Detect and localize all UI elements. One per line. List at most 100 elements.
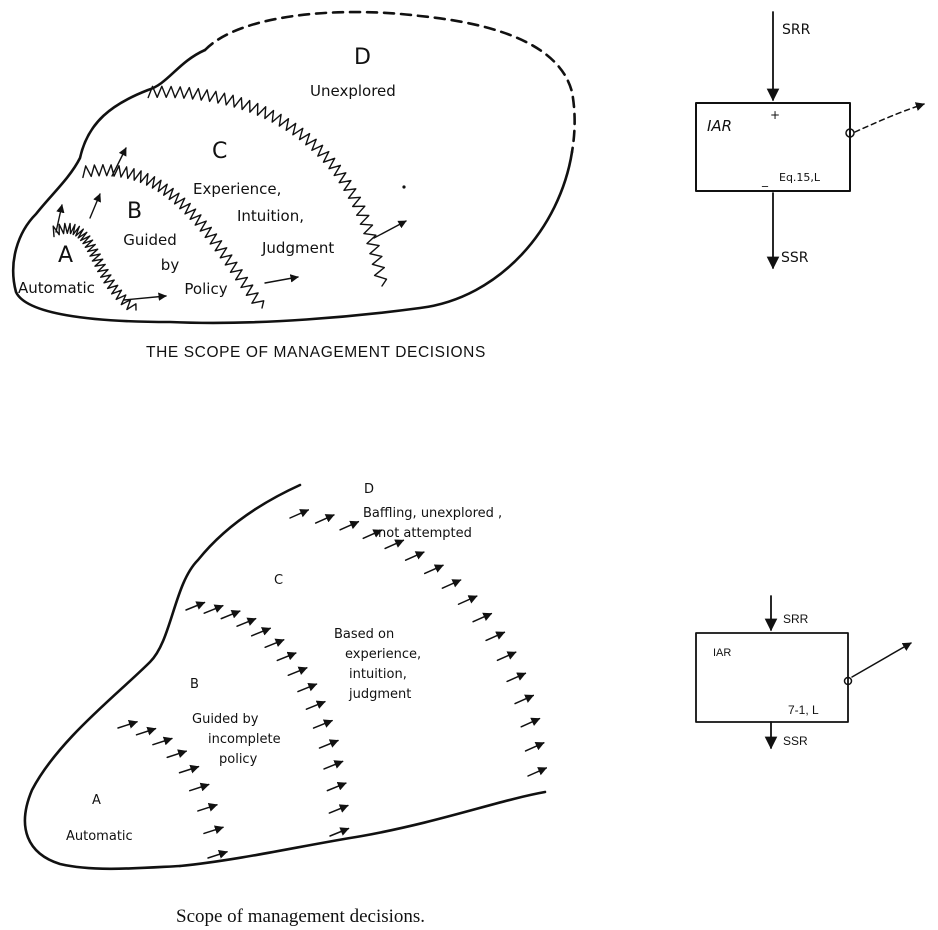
frontier-arrow bbox=[203, 604, 224, 614]
frontier-arrow bbox=[188, 782, 210, 792]
frontier-arrow bbox=[423, 564, 444, 575]
frontier-arrow bbox=[312, 719, 333, 729]
frontier-arrow bbox=[527, 767, 548, 777]
top-boundary-bc bbox=[82, 164, 265, 309]
bottom-ssr-label: SSR bbox=[783, 734, 808, 748]
top-iar-equation: Eq.15,L bbox=[779, 171, 821, 184]
frontier-arrow bbox=[197, 803, 218, 812]
frontier-arrow bbox=[297, 682, 318, 693]
frontier-arrow bbox=[362, 529, 383, 540]
frontier-arrow bbox=[514, 694, 535, 705]
top-boundary-cd bbox=[147, 85, 388, 287]
bottom-iar-equation: 7-1, L bbox=[788, 703, 819, 717]
frontier-arrow bbox=[328, 804, 349, 814]
bottom-arrows-ab bbox=[117, 720, 228, 859]
bottom-caption: Scope of management decisions. bbox=[176, 906, 425, 927]
bottom-region-d-label-1: Baffling, unexplored , bbox=[363, 506, 502, 521]
frontier-arrow bbox=[178, 764, 200, 774]
top-iar-minus: _ bbox=[761, 173, 769, 187]
top-dashed-outline bbox=[203, 10, 576, 154]
frontier-arrow bbox=[323, 760, 344, 770]
bottom-region-b-letter: B bbox=[190, 677, 199, 692]
top-boundary-ab bbox=[52, 222, 137, 311]
frontier-arrow bbox=[135, 726, 157, 736]
frontier-arrow bbox=[457, 595, 478, 605]
frontier-arrow bbox=[496, 651, 517, 662]
bottom-upper-outline bbox=[23, 483, 302, 871]
top-region-a-label: Automatic bbox=[18, 279, 95, 297]
frontier-arrow bbox=[384, 539, 405, 550]
frontier-arrow bbox=[318, 739, 339, 749]
bottom-region-d-label-2: not attempted bbox=[378, 526, 472, 541]
bottom-region-b-label-2: incomplete bbox=[208, 732, 281, 747]
frontier-arrow bbox=[305, 700, 326, 710]
top-iar-output-port bbox=[845, 128, 855, 138]
top-ssr-label: SSR bbox=[781, 250, 809, 266]
top-caption: THE SCOPE OF MANAGEMENT DECISIONS bbox=[146, 344, 486, 361]
frontier-arrow bbox=[339, 520, 360, 531]
top-region-c-label-2: Intuition, bbox=[237, 207, 304, 225]
top-iar-info-arrow bbox=[854, 102, 925, 133]
frontier-arrow bbox=[520, 717, 541, 728]
top-region-b-letter: B bbox=[127, 199, 142, 224]
bottom-region-c-letter: C bbox=[274, 573, 283, 588]
bottom-region-c-label-4: judgment bbox=[348, 687, 411, 702]
top-frontier-arrows bbox=[55, 147, 407, 301]
bottom-arrows-cd bbox=[289, 509, 548, 777]
bottom-iar-block: SRR IAR 7-1, L SSR bbox=[695, 595, 912, 750]
frontier-arrow bbox=[250, 627, 272, 637]
top-iar-plus: + bbox=[770, 108, 780, 122]
frontier-arrow bbox=[185, 601, 206, 611]
bottom-iar-info-arrow bbox=[851, 642, 912, 678]
frontier-arrow bbox=[287, 666, 308, 677]
top-region-b-label-3: Policy bbox=[184, 280, 227, 298]
frontier-arrow bbox=[166, 749, 188, 759]
frontier-arrow bbox=[314, 514, 335, 524]
frontier-arrow bbox=[326, 781, 347, 792]
top-srr-label: SRR bbox=[782, 22, 811, 38]
top-solid-outline bbox=[11, 48, 574, 325]
frontier-arrow bbox=[506, 672, 527, 683]
frontier-arrow bbox=[485, 631, 506, 642]
bottom-srr-label: SRR bbox=[783, 612, 809, 626]
frontier-arrow bbox=[264, 638, 285, 649]
top-region-b-label-2: by bbox=[161, 256, 180, 274]
frontier-arrow bbox=[524, 741, 545, 752]
frontier-arrow bbox=[203, 825, 224, 835]
frontier-arrow bbox=[207, 850, 228, 859]
frontier-arrow bbox=[236, 617, 257, 627]
bottom-region-b-label-3: policy bbox=[219, 752, 258, 767]
top-region-c-label-3: Judgment bbox=[261, 239, 334, 257]
top-iar-box bbox=[695, 102, 851, 192]
top-region-d-letter: D bbox=[354, 45, 371, 70]
bottom-scope-figure: A Automatic B Guided by incomplete polic… bbox=[23, 482, 548, 927]
bottom-region-c-label-2: experience, bbox=[345, 647, 421, 662]
top-iar-name: IAR bbox=[707, 117, 732, 135]
top-iar-block: SRR IAR + _ Eq.15,L SSR bbox=[695, 11, 925, 270]
top-speck bbox=[402, 185, 406, 189]
top-scope-figure: A Automatic B Guided by Policy C Experie… bbox=[11, 10, 576, 361]
bottom-lower-outline bbox=[178, 790, 547, 868]
frontier-arrow bbox=[329, 827, 350, 837]
bottom-iar-name: IAR bbox=[713, 647, 731, 659]
top-region-a-letter: A bbox=[58, 243, 73, 268]
frontier-arrow bbox=[152, 736, 173, 746]
frontier-arrow bbox=[220, 609, 241, 620]
frontier-arrow bbox=[276, 651, 297, 662]
frontier-arrow bbox=[117, 720, 138, 729]
frontier-arrow bbox=[404, 551, 425, 561]
bottom-region-a-letter: A bbox=[92, 793, 101, 808]
bottom-iar-output-port bbox=[843, 676, 853, 686]
top-region-c-label-1: Experience, bbox=[193, 180, 281, 198]
top-region-c-letter: C bbox=[212, 139, 227, 164]
bottom-region-c-label-1: Based on bbox=[334, 627, 394, 642]
bottom-region-b-label-1: Guided by bbox=[192, 712, 259, 727]
bottom-region-c-label-3: intuition, bbox=[349, 667, 407, 682]
frontier-arrow bbox=[289, 509, 310, 519]
bottom-region-a-label: Automatic bbox=[66, 829, 133, 844]
frontier-arrow bbox=[472, 612, 493, 623]
frontier-arrow bbox=[441, 579, 462, 589]
bottom-region-d-letter: D bbox=[364, 482, 374, 497]
top-region-d-label: Unexplored bbox=[310, 82, 396, 100]
